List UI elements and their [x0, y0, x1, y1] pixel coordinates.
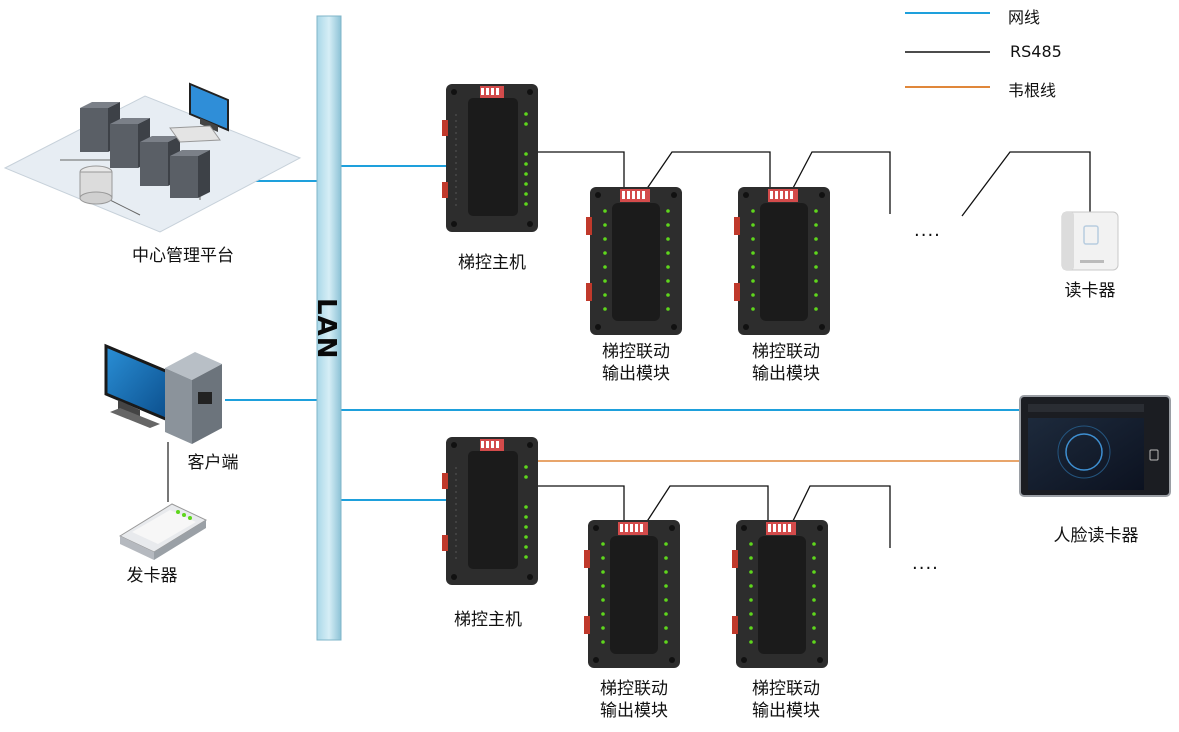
- client-label: 客户端: [187, 453, 239, 473]
- platform-icon: [3, 82, 302, 233]
- client-computer-icon: [104, 343, 222, 444]
- module-top-2-icon: [734, 187, 830, 335]
- face-reader-label: 人脸读卡器: [1053, 526, 1139, 546]
- module-bottom-1-label-line1: 梯控联动: [600, 679, 668, 699]
- controller-top-icon: [441, 83, 539, 233]
- module-top-1-label-line2: 输出模块: [602, 364, 670, 384]
- lan-label: LAN: [311, 298, 341, 360]
- controller-top-label: 梯控主机: [458, 253, 526, 273]
- card-issuer-icon: [118, 503, 208, 560]
- rs485-links-top: [533, 151, 1091, 217]
- module-top-1-label-line1: 梯控联动: [602, 342, 670, 362]
- ellipsis-top: ....: [914, 220, 941, 241]
- module-top-1-icon: [586, 187, 682, 335]
- lan-backbone: [316, 15, 342, 641]
- module-bottom-1-icon: [584, 520, 680, 668]
- module-bottom-2-icon: [732, 520, 828, 668]
- controller-bottom-label: 梯控主机: [454, 610, 522, 630]
- module-top-2-label-line1: 梯控联动: [752, 342, 820, 362]
- rs485-links-bottom: [533, 485, 891, 548]
- module-bottom-1-label-line2: 输出模块: [600, 701, 668, 721]
- ellipsis-bottom: ....: [912, 553, 939, 574]
- legend-wiegand-label: 韦根线: [1008, 81, 1057, 100]
- legend-rs485-label: RS485: [1010, 42, 1062, 61]
- card-reader-label: 读卡器: [1064, 281, 1116, 301]
- card-reader-icon: [1061, 211, 1119, 271]
- platform-label: 中心管理平台: [132, 246, 234, 266]
- module-top-2-label-line2: 输出模块: [752, 364, 820, 384]
- card-issuer-label: 发卡器: [126, 566, 178, 586]
- module-bottom-2-label-line1: 梯控联动: [752, 679, 820, 699]
- legend-network-label: 网线: [1008, 8, 1041, 27]
- lan-links: [225, 165, 1020, 501]
- module-bottom-2-label-line2: 输出模块: [752, 701, 820, 721]
- controller-bottom-icon: [441, 436, 539, 586]
- face-reader-icon: [1019, 395, 1171, 497]
